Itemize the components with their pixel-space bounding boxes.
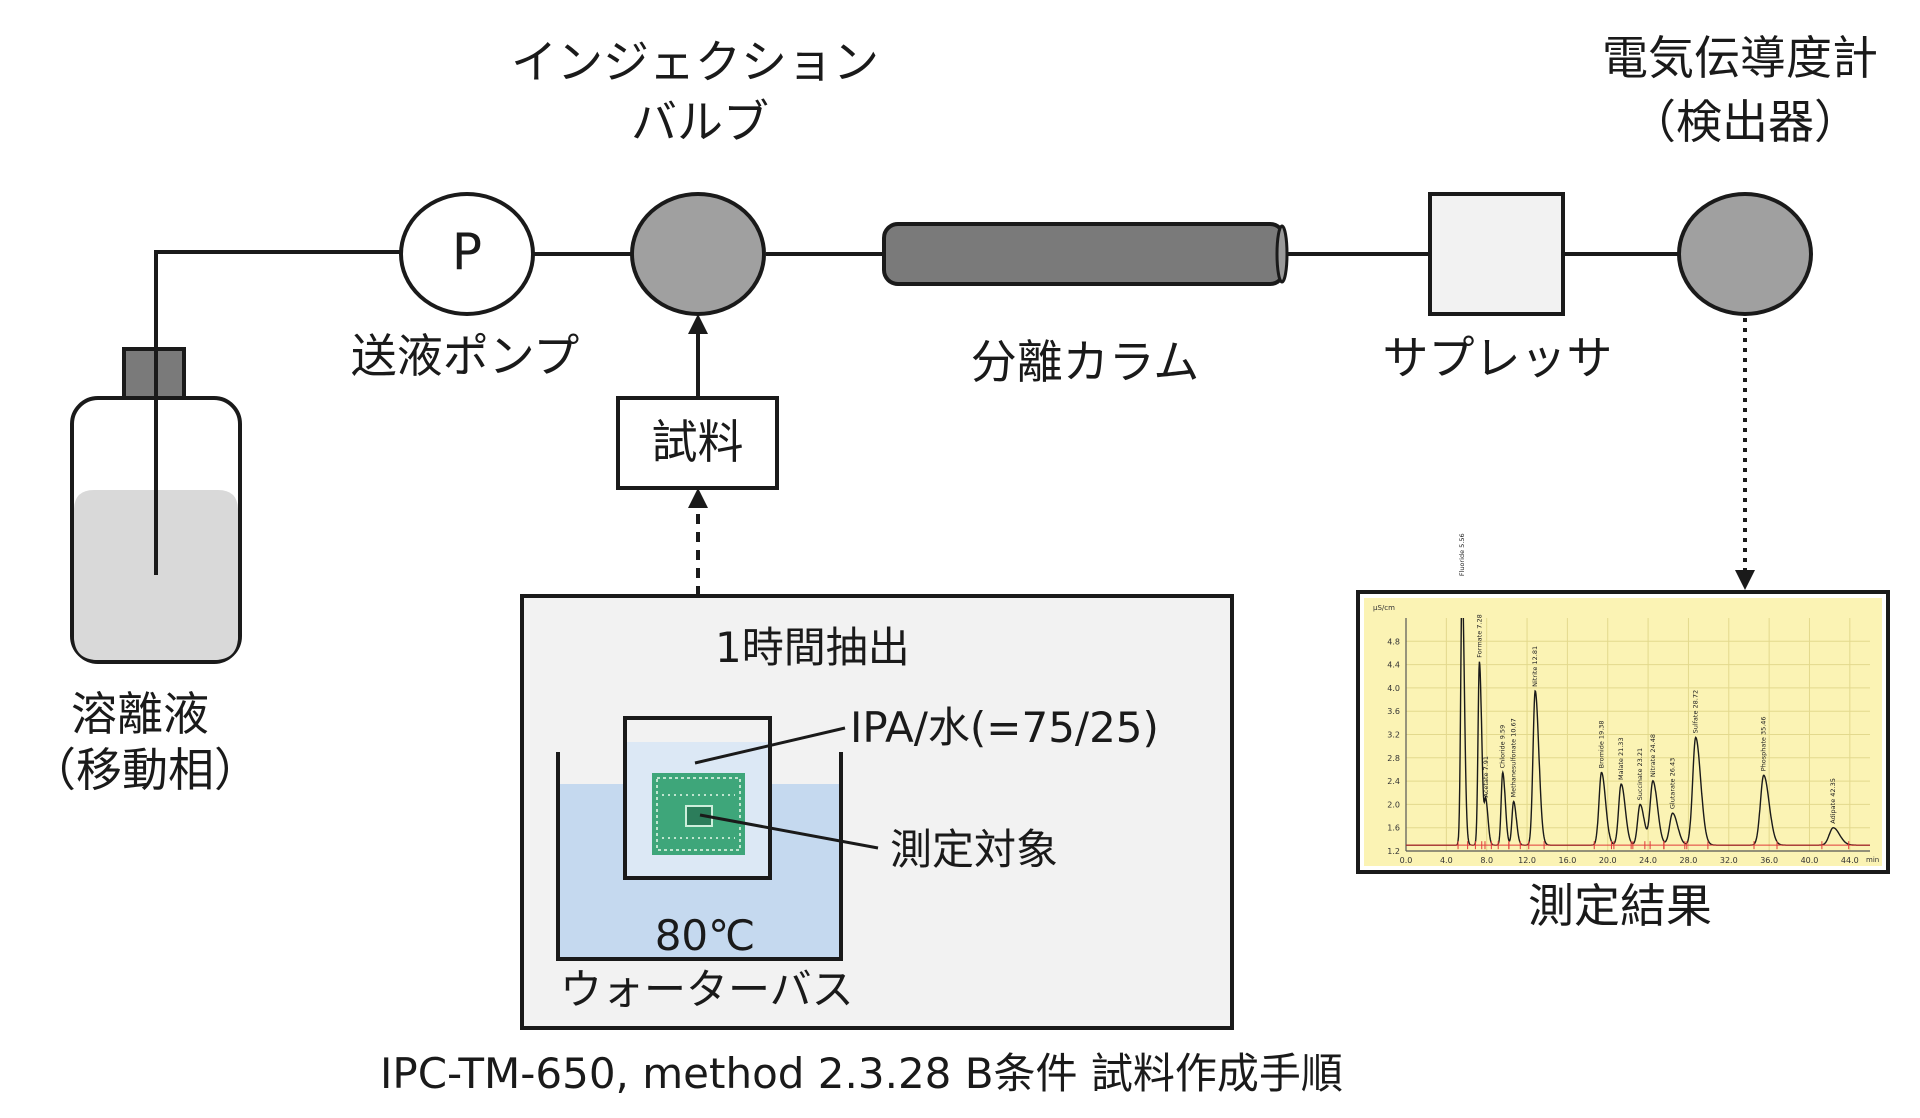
peak-label: Nitrate 24.48 [1649, 734, 1657, 777]
column-label: 分離カラム [970, 335, 1200, 389]
chart-x-unit: min [1866, 856, 1879, 864]
x-tick-label: 36.0 [1760, 856, 1778, 865]
y-tick-label: 3.6 [1387, 707, 1400, 716]
suppressor-label: サプレッサ [1382, 331, 1613, 385]
extraction-container [623, 716, 772, 880]
chart-plot-bg [1364, 598, 1882, 866]
pump-symbol: P [451, 223, 483, 281]
peak-label: Nitrite 12.81 [1531, 646, 1539, 687]
x-tick-label: 4.0 [1440, 856, 1453, 865]
peak-label: Chloride 9.59 [1499, 725, 1507, 769]
y-tick-label: 4.4 [1387, 661, 1400, 670]
injector-label-line2: バルブ [631, 95, 769, 149]
y-tick-label: 2.4 [1387, 777, 1400, 786]
chart-tick-labels: 4.8 4.4 4.0 3.6 3.2 2.8 2.4 2.0 1.6 1.20.0 4.0 8.0 1… [1387, 637, 1858, 865]
x-tick-label: 20.0 [1599, 856, 1617, 865]
eluent-label-line1: 溶離液 [71, 687, 209, 741]
y-tick-label: 2.0 [1387, 800, 1400, 809]
chromatogram-chart: 4.8 4.4 4.0 3.6 3.2 2.8 2.4 2.0 1.6 1.20.0 4.0 8.0 1… [1356, 533, 1890, 874]
x-tick-label: 12.0 [1518, 856, 1536, 865]
chart-y-unit: µS/cm [1373, 604, 1395, 612]
peak-label: Acetate 7.91 [1482, 756, 1490, 798]
y-tick-label: 4.0 [1387, 684, 1400, 693]
y-tick-label: 1.2 [1387, 847, 1400, 856]
peak-label: Fluoride 5.56 [1458, 533, 1466, 576]
detector [1677, 192, 1813, 316]
y-tick-label: 3.2 [1387, 731, 1400, 740]
y-tick-label: 4.8 [1387, 637, 1400, 646]
separation-column [882, 222, 1286, 286]
solvent-label: IPA/水(=75/25) [850, 703, 1159, 752]
peak-baseline-marks [1406, 841, 1870, 850]
peak-label: Sulfate 28.72 [1692, 690, 1700, 734]
peak-label: Formate 7.28 [1475, 614, 1483, 657]
x-tick-label: 44.0 [1841, 856, 1859, 865]
peak-label: Glutarate 26.43 [1669, 758, 1677, 809]
peak-label: Methanesulfonate 10.67 [1510, 718, 1518, 797]
peak-label: Succinate 23.21 [1636, 748, 1644, 801]
x-tick-label: 0.0 [1400, 856, 1413, 865]
x-tick-label: 16.0 [1558, 856, 1576, 865]
target-label: 測定対象 [890, 825, 1059, 874]
x-tick-label: 40.0 [1801, 856, 1819, 865]
x-tick-label: 28.0 [1680, 856, 1698, 865]
suppressor-box [1428, 192, 1565, 316]
detector-label-line1: 電気伝導度計 [1602, 31, 1878, 85]
injection-valve [630, 192, 766, 316]
pump-circle [399, 192, 535, 316]
pcb-test-sample [652, 773, 745, 855]
extraction-label: 1時間抽出 [715, 623, 910, 672]
chart-axes [1405, 618, 1870, 852]
sample-label: 試料 [651, 415, 744, 469]
procedure-caption: IPC-TM-650, method 2.3.28 B条件 試料作成手順 [380, 1049, 1343, 1098]
temperature-label: 80℃ [654, 911, 756, 960]
water-bath-tank [556, 752, 843, 961]
x-tick-label: 8.0 [1480, 856, 1493, 865]
eluent-label-line2: （移動相） [30, 743, 260, 797]
peak-label: Malate 21.33 [1617, 737, 1625, 780]
water-bath-label: ウォーターバス [560, 965, 854, 1014]
peak-label: Phosphate 35.46 [1760, 716, 1768, 771]
peak-label: Adipate 42.35 [1829, 778, 1837, 824]
y-tick-label: 1.6 [1387, 824, 1400, 833]
solvent-leader-line [694, 726, 846, 765]
peak-label: Bromide 19.38 [1597, 720, 1605, 768]
result-label: 測定結果 [1528, 879, 1712, 933]
x-tick-label: 24.0 [1639, 856, 1657, 865]
injector-label-line1: インジェクション [511, 35, 879, 89]
pump-label: 送液ポンプ [350, 329, 580, 383]
detector-label-line2: （検出器） [1630, 95, 1860, 149]
target-leader-line [699, 813, 879, 850]
column-end-cap [1275, 224, 1289, 284]
x-tick-label: 32.0 [1720, 856, 1738, 865]
y-tick-label: 2.8 [1387, 754, 1400, 763]
